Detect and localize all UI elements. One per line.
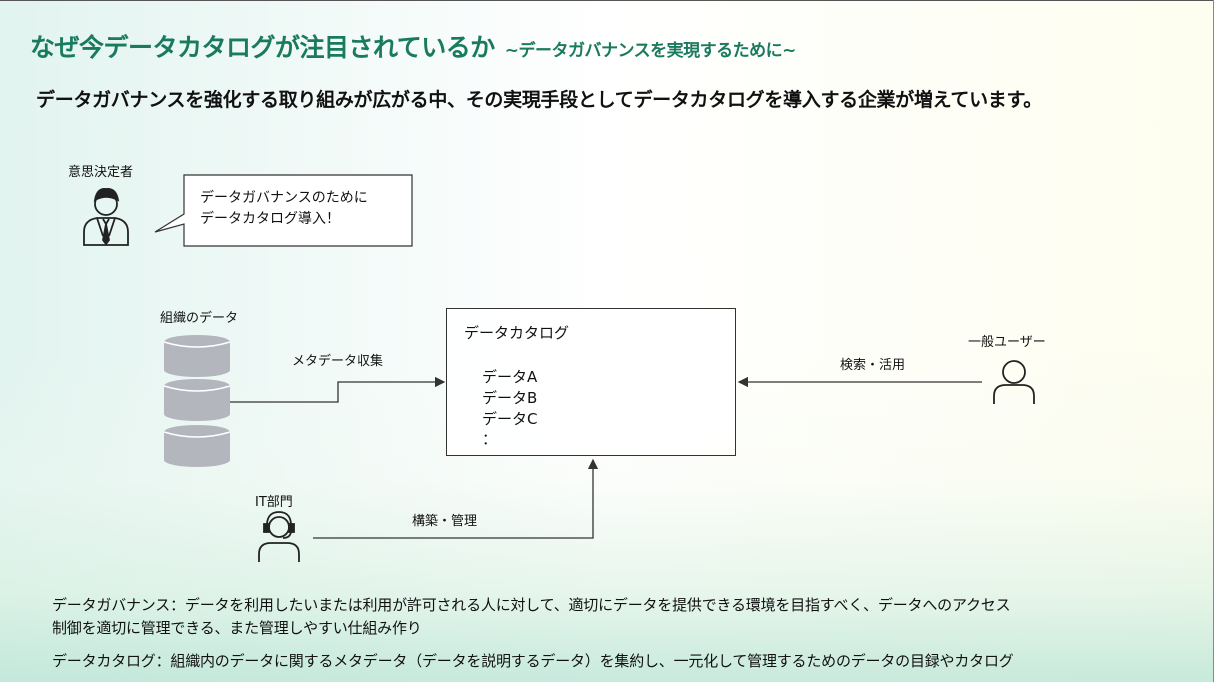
build-manage-connector xyxy=(313,458,599,539)
catalog-item: データB xyxy=(482,389,538,407)
catalog-item: データC xyxy=(482,410,538,428)
speech-bubble xyxy=(154,174,413,247)
title-text: なぜ今データカタログが注目されているか xyxy=(30,33,495,62)
database-icon xyxy=(163,335,231,467)
search-use-label: 検索・活用 xyxy=(840,358,906,373)
businessman-icon xyxy=(83,188,129,246)
definition-governance-line-2: 制御を適切に管理できる、また管理しやすい仕組み作り xyxy=(52,619,422,637)
catalog-item-ellipsis: ： xyxy=(482,430,498,448)
decision-maker-label: 意思決定者 xyxy=(68,165,134,180)
speech-text: データガバナンスのために データカタログ導入！ xyxy=(200,188,368,230)
it-dept-label: IT部門 xyxy=(255,495,293,510)
org-data-label: 組織のデータ xyxy=(160,311,239,326)
headset-user-icon xyxy=(258,511,300,562)
speech-line-1: データガバナンスのために xyxy=(200,190,368,206)
general-user-label: 一般ユーザー xyxy=(968,335,1046,350)
build-manage-label: 構築・管理 xyxy=(412,514,478,529)
catalog-item: データA xyxy=(482,368,538,386)
data-catalog-title: データカタログ xyxy=(464,324,570,342)
definition-governance-line-1: データガバナンス：データを利用したいまたは利用が許可される人に対して、適切にデー… xyxy=(52,596,1011,614)
definition-catalog: データカタログ：組織内のデータに関するメタデータ（データを説明するデータ）を集約… xyxy=(52,652,1014,670)
page-title: なぜ今データカタログが注目されているか ~データガバナンスを実現するために~ xyxy=(30,28,796,64)
metadata-connector xyxy=(230,376,446,403)
metadata-collect-label: メタデータ収集 xyxy=(292,354,384,369)
lead-text: データガバナンスを強化する取り組みが広がる中、その実現手段としてデータカタログを… xyxy=(36,89,1043,111)
speech-line-2: データカタログ導入！ xyxy=(200,211,340,227)
top-border xyxy=(0,0,1214,1)
page-subtitle: ~データガバナンスを実現するために~ xyxy=(504,41,797,61)
data-catalog-box xyxy=(446,308,736,456)
user-icon xyxy=(993,360,1035,404)
